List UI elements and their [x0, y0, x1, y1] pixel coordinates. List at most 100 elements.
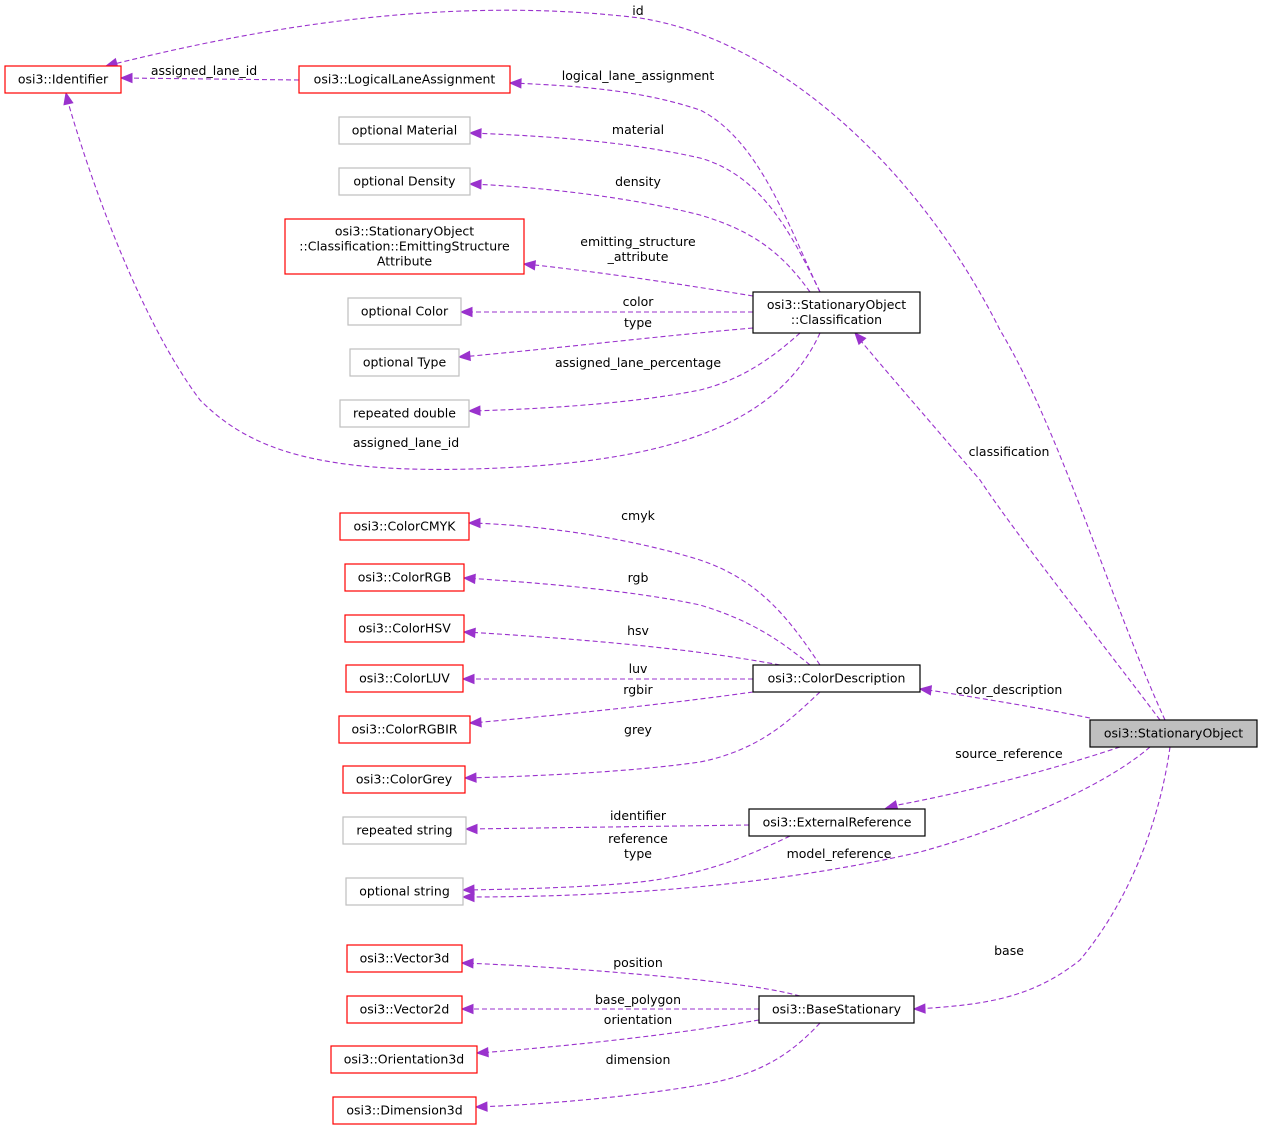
arrow-head-icon: [460, 1003, 474, 1015]
node-color-rgb[interactable]: osi3::ColorRGB: [344, 563, 465, 592]
edge-line: [467, 824, 750, 830]
node-box[interactable]: [338, 116, 471, 145]
edge-stationary_object-to-color_description: color_description: [918, 682, 1091, 719]
edge-line: [464, 835, 791, 891]
node-box[interactable]: [758, 995, 915, 1024]
node-box[interactable]: [1089, 719, 1258, 748]
node-box[interactable]: [342, 816, 467, 845]
edge-label: position: [613, 955, 663, 970]
node-box[interactable]: [346, 995, 463, 1024]
node-box[interactable]: [332, 1096, 477, 1125]
node-classification[interactable]: osi3::StationaryObject::Classification: [752, 291, 921, 334]
edge-color_description-to-color_hsv: hsv: [462, 623, 781, 666]
edge-classification-to-optional_type: type: [457, 315, 754, 362]
node-box[interactable]: [345, 877, 464, 906]
node-box[interactable]: [284, 218, 525, 275]
node-color-rgbir[interactable]: osi3::ColorRGBIR: [338, 715, 471, 744]
node-color-cmyk[interactable]: osi3::ColorCMYK: [339, 512, 470, 541]
edge-line: [478, 1019, 760, 1054]
node-color-grey[interactable]: osi3::ColorGrey: [342, 765, 466, 794]
edge-label: _attribute: [607, 249, 669, 264]
node-box[interactable]: [339, 399, 470, 428]
arrow-head-icon: [468, 179, 482, 190]
node-box[interactable]: [345, 664, 464, 693]
node-box[interactable]: [4, 65, 122, 94]
edge-label: grey: [624, 722, 652, 737]
edge-label: dimension: [606, 1052, 671, 1067]
node-box[interactable]: [338, 715, 471, 744]
node-logical-lane-assignment[interactable]: osi3::LogicalLaneAssignment: [298, 65, 511, 94]
edge-stationary_object-to-identifier: id: [104, 3, 1166, 721]
arrow-head-icon: [462, 627, 476, 639]
node-optional-density[interactable]: optional Density: [338, 167, 471, 196]
node-box[interactable]: [748, 808, 926, 837]
node-label: osi3::ColorLUV: [359, 671, 450, 686]
node-color-hsv[interactable]: osi3::ColorHSV: [344, 614, 465, 643]
node-box[interactable]: [347, 297, 462, 326]
arrow-head-icon: [522, 260, 537, 271]
node-optional-type[interactable]: optional Type: [349, 348, 460, 377]
arrow-head-icon: [119, 72, 133, 84]
edge-label: source_reference: [955, 746, 1063, 761]
node-base-stationary[interactable]: osi3::BaseStationary: [758, 995, 915, 1024]
edge-external_reference-to-repeated_string: identifier: [464, 808, 750, 835]
edge-label: type: [624, 846, 652, 861]
edge-line: [886, 746, 1121, 808]
node-stationary-object[interactable]: osi3::StationaryObject: [1089, 719, 1258, 748]
node-vector3d[interactable]: osi3::Vector3d: [346, 944, 463, 973]
edge-line: [466, 691, 821, 779]
node-repeated-double[interactable]: repeated double: [339, 399, 470, 428]
node-box[interactable]: [346, 944, 463, 973]
node-box[interactable]: [752, 291, 921, 334]
node-box[interactable]: [344, 563, 465, 592]
node-box[interactable]: [338, 167, 471, 196]
edge-line: [470, 332, 801, 412]
node-label: optional string: [359, 884, 450, 899]
node-color-luv[interactable]: osi3::ColorLUV: [345, 664, 464, 693]
arrow-head-icon: [475, 1046, 489, 1058]
node-identifier[interactable]: osi3::Identifier: [4, 65, 122, 94]
edge-label: classification: [969, 444, 1050, 459]
node-box[interactable]: [342, 765, 466, 794]
node-optional-string[interactable]: optional string: [345, 877, 464, 906]
edge-color_description-to-color_grey: grey: [463, 691, 821, 783]
arrow-head-icon: [467, 405, 481, 416]
node-box[interactable]: [298, 65, 511, 94]
node-box[interactable]: [349, 348, 460, 377]
node-optional-material[interactable]: optional Material: [338, 116, 471, 145]
edge-line: [915, 746, 1171, 1010]
edge-label: color: [623, 294, 655, 309]
node-dimension3d[interactable]: osi3::Dimension3d: [332, 1096, 477, 1125]
arrow-head-icon: [467, 517, 481, 529]
node-label: osi3::BaseStationary: [772, 1002, 902, 1017]
node-label: optional Color: [361, 304, 449, 319]
node-label: optional Density: [353, 174, 456, 189]
node-color-description[interactable]: osi3::ColorDescription: [752, 664, 921, 693]
node-box[interactable]: [330, 1045, 478, 1074]
node-emitting-structure-attribute[interactable]: osi3::StationaryObject::Classification::…: [284, 218, 525, 275]
edge-classification-to-optional_material: material: [468, 122, 821, 293]
node-box[interactable]: [752, 664, 921, 693]
node-optional-color[interactable]: optional Color: [347, 297, 462, 326]
edge-label: model_reference: [787, 846, 892, 861]
arrow-head-icon: [912, 1003, 926, 1014]
edge-label: base_polygon: [595, 992, 681, 1007]
edge-label: rgbir: [623, 682, 653, 697]
node-label: repeated double: [353, 406, 456, 421]
node-repeated-string[interactable]: repeated string: [342, 816, 467, 845]
node-vector2d[interactable]: osi3::Vector2d: [346, 995, 463, 1024]
node-box[interactable]: [339, 512, 470, 541]
edge-base_stationary-to-dimension3d: dimension: [474, 1022, 821, 1112]
node-external-reference[interactable]: osi3::ExternalReference: [748, 808, 926, 837]
node-box[interactable]: [344, 614, 465, 643]
edge-label: density: [615, 174, 661, 189]
node-orientation3d[interactable]: osi3::Orientation3d: [330, 1045, 478, 1074]
arrow-head-icon: [468, 717, 482, 728]
edge-base_stationary-to-vector3d: position: [460, 955, 801, 997]
edge-line: [921, 688, 1091, 719]
edge-line: [855, 334, 1161, 721]
edge-label: hsv: [627, 623, 649, 638]
